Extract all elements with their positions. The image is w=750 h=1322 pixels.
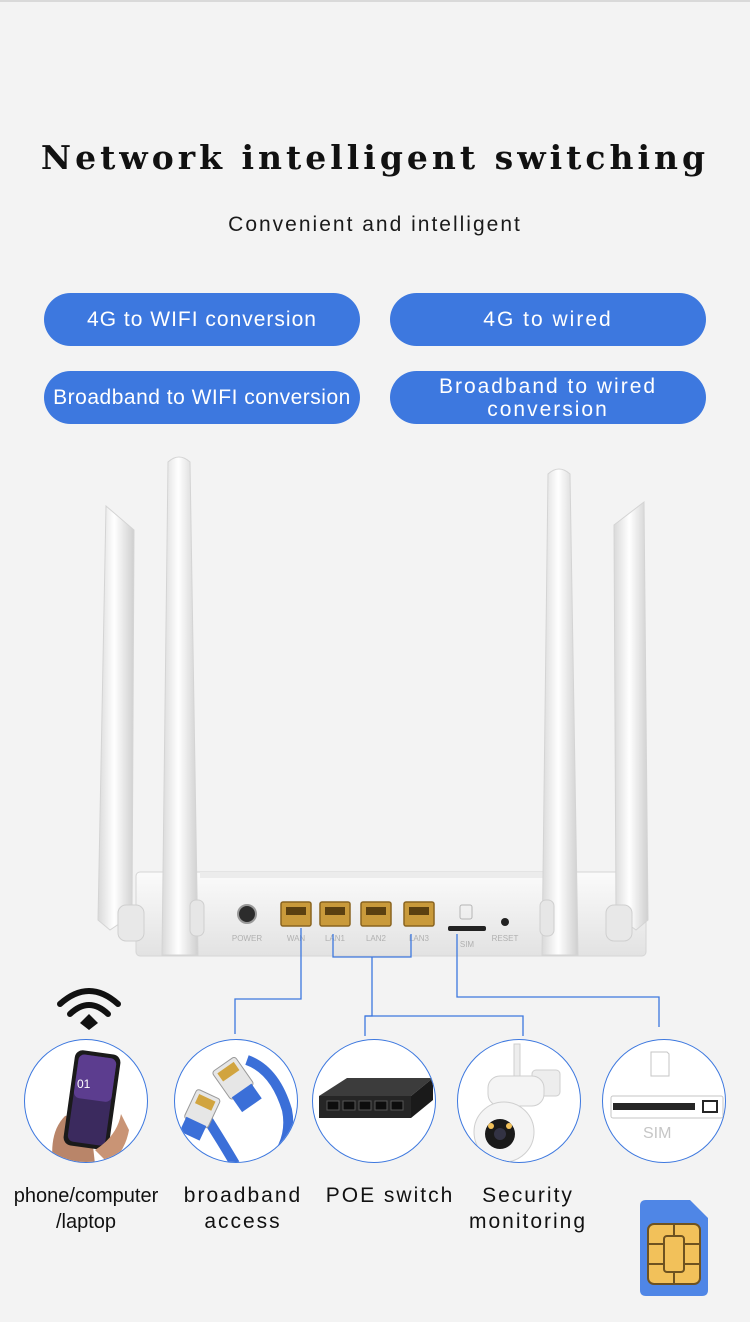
broadband-device-circle [174, 1039, 298, 1163]
sim-slot [448, 926, 486, 931]
antenna-icon [541, 468, 579, 956]
port-label: WAN [287, 934, 306, 943]
port-label: SIM [460, 940, 475, 949]
feature-broadband-to-wired: Broadband to wired conversion [390, 371, 706, 424]
device-label-poe-switch: POE switch [325, 1184, 455, 1207]
feature-broadband-to-wifi: Broadband to WIFI conversion [44, 371, 360, 424]
feature-4g-to-wifi: 4G to WIFI conversion [44, 293, 360, 346]
feature-4g-to-wired: 4G to wired [390, 293, 706, 346]
port-label: LAN1 [325, 934, 346, 943]
router-image: POWER WAN LAN1 LAN2 LAN3 SIM RESET [97, 456, 649, 957]
page-subtitle: Convenient and intelligent [228, 213, 522, 236]
reset-button [501, 918, 509, 926]
page-title: Network intelligent switching [40, 138, 710, 177]
sim-slot-label: SIM [643, 1125, 671, 1142]
power-jack [237, 904, 257, 924]
poe-switch-device-circle [312, 1039, 436, 1163]
phone-icon: 01 [52, 1050, 129, 1162]
antenna-icon [161, 456, 199, 956]
phone-screen-text: 01 [77, 1077, 91, 1091]
port-label: POWER [232, 934, 262, 943]
security-camera-device-circle [457, 1039, 581, 1163]
wifi-icon [57, 988, 121, 1030]
switch-icon [319, 1078, 433, 1118]
sim-slot-icon: SIM [610, 1051, 724, 1142]
ethernet-cable-icon [179, 1055, 294, 1162]
camera-icon [473, 1043, 561, 1162]
sim-device-circle: SIM [602, 1039, 726, 1163]
port-label: RESET [492, 934, 519, 943]
phone-device-circle: 01 [24, 1039, 148, 1163]
top-divider [0, 0, 750, 2]
port-label: LAN2 [366, 934, 387, 943]
device-label-phone: phone/computer/laptop [13, 1185, 159, 1233]
sim-card-icon [640, 1200, 708, 1296]
port-label: LAN3 [409, 934, 430, 943]
